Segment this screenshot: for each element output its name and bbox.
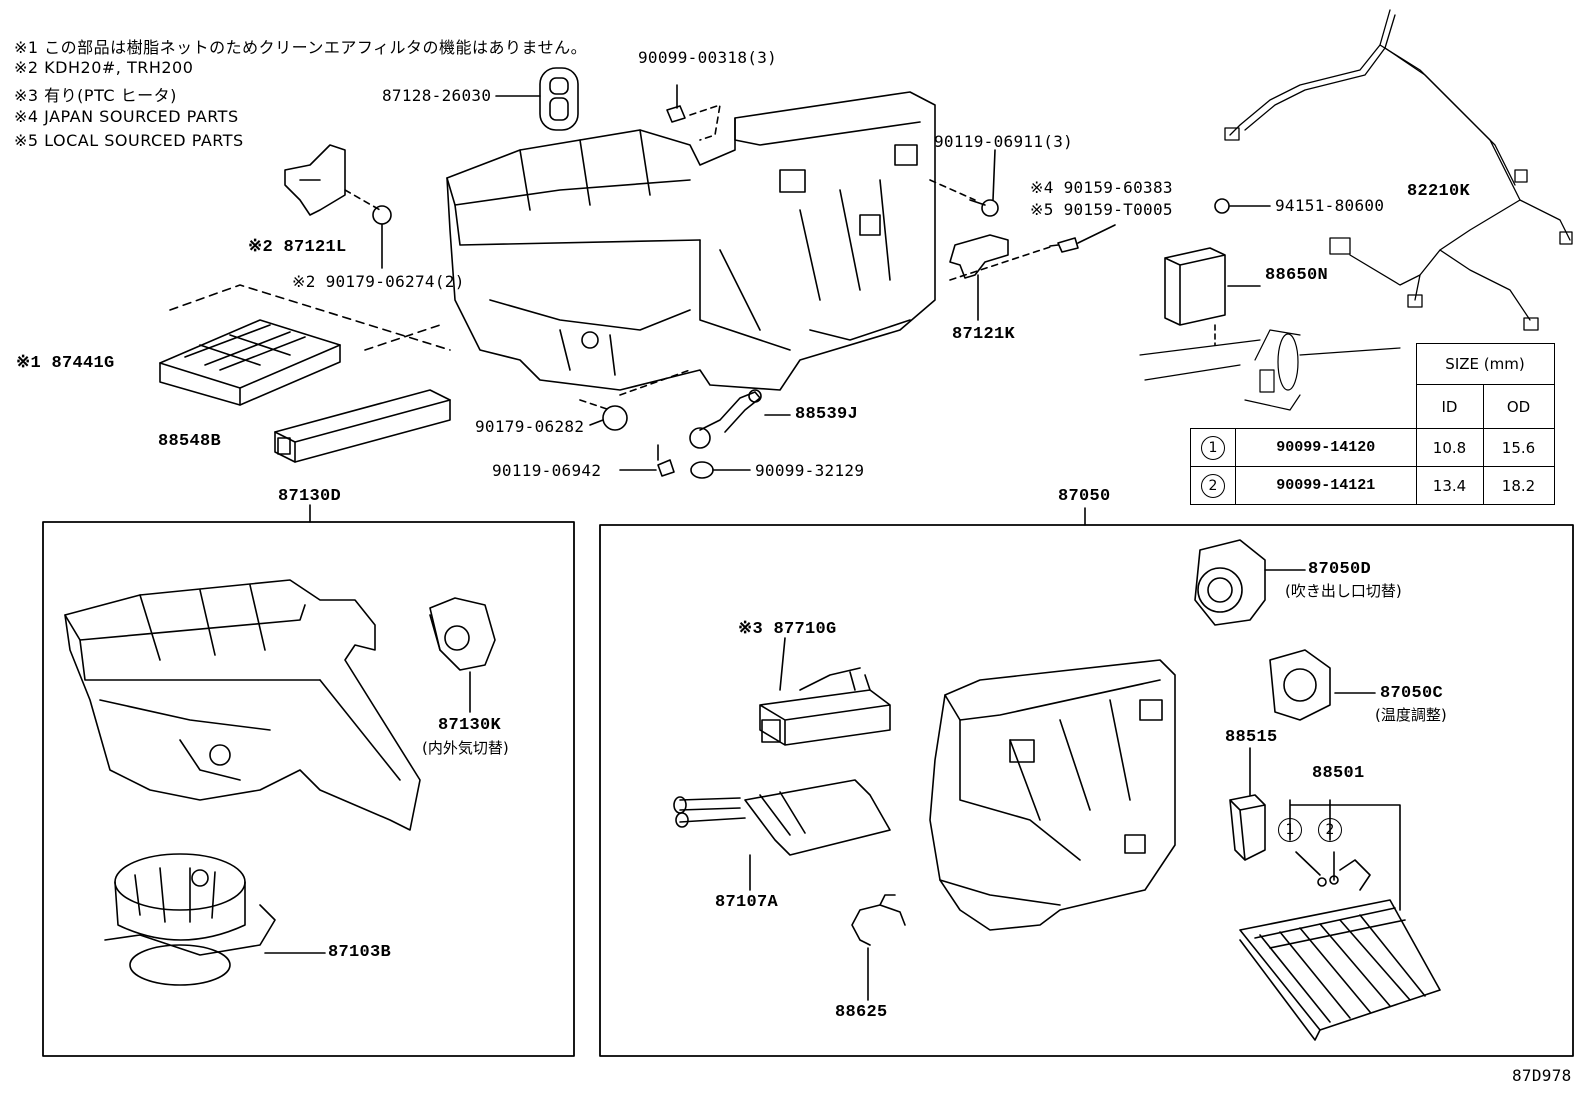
heater-unit-87050 <box>929 659 1176 931</box>
label-87130k: 87130K <box>438 716 502 735</box>
nut-94151-80600 <box>1214 198 1230 214</box>
label-88501: 88501 <box>1312 764 1365 783</box>
filter-87441g <box>159 319 341 406</box>
nut-90179-06282 <box>602 405 628 431</box>
label-87050c-sub: (温度調整) <box>1375 706 1447 724</box>
table-row: 2 90099-14121 13.4 18.2 <box>1190 466 1555 505</box>
label-90099-00318: 90099-00318(3) <box>638 48 778 67</box>
diagram-reference: 87D978 <box>1512 1066 1572 1085</box>
row-id-1: 10.8 <box>1415 428 1484 467</box>
harness-88625 <box>851 894 906 946</box>
grommet-90099-32129 <box>690 461 714 479</box>
evaporator-88501 <box>1239 859 1441 1041</box>
label-88650n: 88650N <box>1265 266 1329 285</box>
callout-circle-2: 2 <box>1318 818 1342 842</box>
row-id-2: 13.4 <box>1415 466 1484 505</box>
label-87050d: 87050D <box>1308 560 1372 579</box>
note-4: ※4 JAPAN SOURCED PARTS <box>14 107 239 126</box>
table-row: 1 90099-14120 10.8 15.6 <box>1190 428 1555 467</box>
note-2: ※2 KDH20#, TRH200 <box>14 58 194 77</box>
row-od-1: 15.6 <box>1482 428 1555 467</box>
label-88625: 88625 <box>835 1003 888 1022</box>
label-87130k-sub: (内外気切替) <box>422 739 509 757</box>
note-5: ※5 LOCAL SOURCED PARTS <box>14 131 244 150</box>
label-88548b: 88548B <box>158 432 222 451</box>
screw-90119-06942 <box>619 444 675 477</box>
row-od-2: 18.2 <box>1482 466 1555 505</box>
hvac-unit-assembly <box>446 91 936 391</box>
label-88539j: 88539J <box>795 405 859 424</box>
bolt-90159 <box>1049 224 1116 253</box>
label-82210k: 82210K <box>1407 182 1471 201</box>
label-87103b: 87103B <box>328 943 392 962</box>
label-90119-06942: 90119-06942 <box>492 461 602 480</box>
label-87050: 87050 <box>1058 487 1111 506</box>
screw-90119-06911 <box>969 149 999 217</box>
label-90179-06282: 90179-06282 <box>475 417 585 436</box>
note-1: ※1 この部品は樹脂ネットのためクリーンエアフィルタの機能はありません。 <box>14 38 588 57</box>
label-87050d-sub: (吹き出し口切替) <box>1285 582 1402 600</box>
heater-core-87107a <box>673 779 891 856</box>
size-table-header: SIZE (mm) <box>1415 343 1555 385</box>
size-table-col-id: ID <box>1415 384 1484 429</box>
bracket-87121k <box>949 234 1009 279</box>
row-part-2: 90099-14121 <box>1235 466 1417 505</box>
frame-87130d <box>42 521 575 1057</box>
label-88515: 88515 <box>1225 728 1278 747</box>
label-90179-06274: ※2 90179-06274(2) <box>292 272 465 291</box>
harness-82210k <box>1224 9 1573 331</box>
part-88548b <box>274 389 451 463</box>
row-part-1: 90099-14120 <box>1235 428 1417 467</box>
screw-90099-00318 <box>666 84 686 123</box>
label-87050c: 87050C <box>1380 684 1444 703</box>
blower-motor-87103b <box>104 853 276 986</box>
label-87710g: ※3 87710G <box>738 620 837 639</box>
module-88650n <box>1164 247 1226 326</box>
size-table: SIZE (mm) ID OD 1 90099-14120 10.8 15.6 … <box>1190 343 1555 505</box>
size-table-col-od: OD <box>1482 384 1555 429</box>
label-87121k: 87121K <box>952 325 1016 344</box>
actuator-87050c <box>1269 649 1331 721</box>
actuator-87130k <box>429 597 496 671</box>
frame-87050 <box>599 524 1574 1057</box>
ptc-heater-87710g <box>759 667 891 746</box>
label-87121l: ※2 87121L <box>248 238 347 257</box>
valve-88515 <box>1229 794 1266 861</box>
grommet-87128-26030 <box>539 67 579 131</box>
label-94151-80600: 94151-80600 <box>1275 196 1385 215</box>
label-87441g: ※1 87441G <box>16 354 115 373</box>
label-90099-32129: 90099-32129 <box>755 461 865 480</box>
blower-case-87130d <box>64 579 421 831</box>
sensor-88539j <box>689 389 762 449</box>
nut-90179-06274 <box>372 205 392 225</box>
callout-circle-1: 1 <box>1278 818 1302 842</box>
row-mark-2: 2 <box>1201 473 1225 498</box>
label-90159-t0005: ※5 90159-T0005 <box>1030 200 1173 219</box>
row-mark-1: 1 <box>1201 435 1225 460</box>
label-87107a: 87107A <box>715 893 779 912</box>
label-90159-60383: ※4 90159-60383 <box>1030 178 1173 197</box>
label-87130d: 87130D <box>278 487 342 506</box>
label-87128-26030: 87128-26030 <box>382 86 492 105</box>
note-3: ※3 有り(PTC ヒータ) <box>14 86 177 105</box>
bracket-87121l <box>284 144 346 216</box>
actuator-87050d <box>1194 539 1266 626</box>
label-90119-06911: 90119-06911(3) <box>934 132 1074 151</box>
